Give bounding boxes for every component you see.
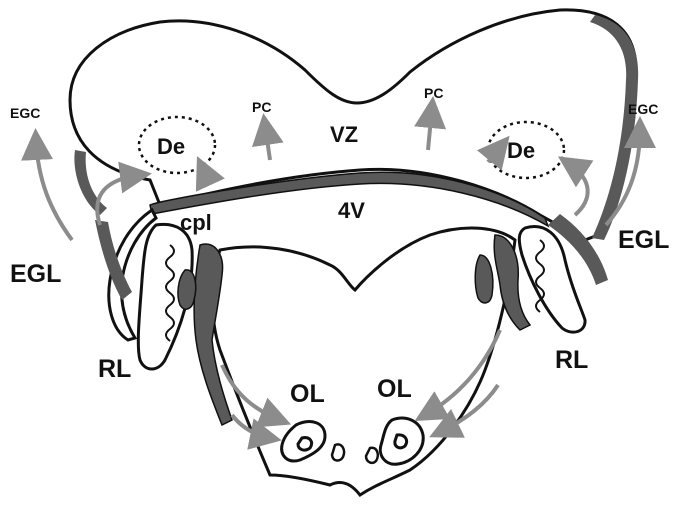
label-rl-right: RL [555, 346, 588, 374]
label-egc-left: EGC [10, 105, 40, 121]
dark-region-right-finger-1 [474, 254, 494, 304]
arrow-to-ol-left-upper [220, 364, 292, 428]
rhombic-lip-wavy-left [165, 244, 175, 342]
label-rl-left: RL [98, 355, 131, 383]
olive-small-left [330, 443, 346, 462]
inferior-olive-right [378, 416, 425, 466]
label-de-right: De [507, 138, 535, 163]
label-cpl: cpl [180, 210, 212, 235]
rhombic-lip-left [136, 222, 194, 371]
arrow-to-ol-right-upper [414, 329, 502, 421]
dark-region-right-lower [493, 234, 532, 331]
arrow-rl-to-de-right [557, 156, 594, 217]
left-egl-dark-region [95, 220, 132, 300]
arrow-vz-to-de-left [195, 156, 225, 192]
de-circle-left [137, 115, 217, 175]
dark-region-left-lower [193, 243, 233, 427]
arrow-pc-right [414, 96, 447, 151]
label-pc-left: PC [252, 99, 271, 115]
olive-small-right [364, 446, 379, 465]
arrow-vz-to-de-right [476, 135, 510, 171]
arrow-egc-left [21, 128, 74, 242]
arrow-rl-to-de-left [95, 161, 152, 226]
label-ol-right: OL [377, 375, 412, 403]
left-lateral-lobe [107, 207, 158, 342]
label-egl-right: EGL [618, 226, 669, 254]
label-egc-right: EGC [628, 101, 658, 117]
label-ol-left: OL [290, 380, 325, 408]
dark-region-left-finger-1 [177, 269, 197, 310]
brainstem-outline [211, 226, 517, 498]
label-vz: VZ [330, 122, 358, 147]
migration-arrows [21, 96, 656, 450]
arrow-to-ol-left-lower [230, 413, 282, 450]
inferior-olive-left [280, 420, 327, 463]
rhombic-lip-wavy-right [535, 239, 545, 313]
vz-band [149, 171, 550, 228]
label-de-left: De [157, 134, 185, 159]
arrow-pc-left [251, 113, 284, 161]
right-egl-dark-region [548, 214, 608, 285]
label-egl-left: EGL [10, 260, 61, 288]
label-pc-right: PC [424, 85, 443, 101]
label-4v: 4V [338, 198, 365, 223]
arrow-to-ol-right-lower [429, 383, 500, 438]
rhombic-lip-right [517, 225, 587, 334]
de-circle-right [486, 120, 566, 180]
arrow-egc-right [604, 116, 656, 227]
egl-band-left [74, 150, 107, 215]
